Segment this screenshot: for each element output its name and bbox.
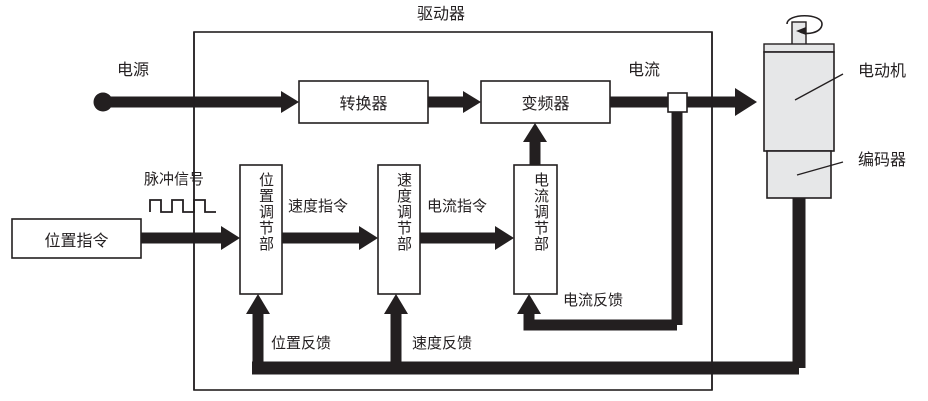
current-feedback-arrowhead [517, 294, 541, 314]
position-feedback-arrowhead [246, 294, 270, 314]
rotation-arrowhead-icon [796, 27, 806, 35]
speed-command-label: 速度指令 [288, 197, 349, 215]
position-command-arrowhead [221, 226, 240, 250]
current-feedback-line [523, 312, 677, 331]
position-command-box [11, 218, 142, 259]
encoder-leader-line [796, 161, 844, 176]
converter-to-inverter-arrowhead [463, 91, 481, 113]
encoder-label: 编码器 [858, 150, 907, 169]
position-regulator-box [239, 164, 283, 295]
position-command-label: 位置指令 [44, 230, 109, 250]
converter-box [298, 80, 429, 124]
encoder-body [766, 150, 832, 199]
current-regulator-label: 电流调节部 [532, 172, 550, 252]
speed-feedback-label: 速度反馈 [412, 334, 473, 352]
rotation-arrow-icon [786, 14, 823, 35]
speed-regulator-box [377, 164, 421, 295]
driver-title: 驱动器 [417, 4, 466, 23]
motor-input-arrowhead [735, 88, 757, 116]
inverter-label: 变频器 [521, 94, 570, 113]
position-regulator-label: 位置调节部 [257, 172, 275, 252]
pulse-waveform-icon [149, 199, 216, 213]
motor-leader-line [794, 73, 844, 101]
current-regulator-box [513, 164, 558, 295]
inverter-box [480, 80, 611, 124]
speed-feedback-arrowhead [384, 294, 408, 314]
current-regulator-to-inverter-arrowhead [523, 123, 547, 142]
current-sensor [667, 92, 688, 113]
speed-regulator-label: 速度调节部 [395, 172, 413, 252]
current-command-arrowhead [495, 226, 514, 250]
motor-body [763, 51, 835, 152]
current-feedback-label: 电流反馈 [563, 291, 624, 309]
power-arrowhead [281, 91, 299, 113]
motor-flange [763, 43, 835, 53]
speed-command-arrowhead [359, 226, 378, 250]
current-label: 电流 [628, 60, 661, 79]
pulse-signal-label: 脉冲信号 [144, 170, 205, 188]
motor-label: 电动机 [858, 61, 907, 80]
current-command-label: 电流指令 [427, 197, 488, 215]
power-source-label: 电源 [117, 60, 150, 79]
position-feedback-label: 位置反馈 [271, 334, 332, 352]
converter-label: 转换器 [339, 94, 388, 113]
